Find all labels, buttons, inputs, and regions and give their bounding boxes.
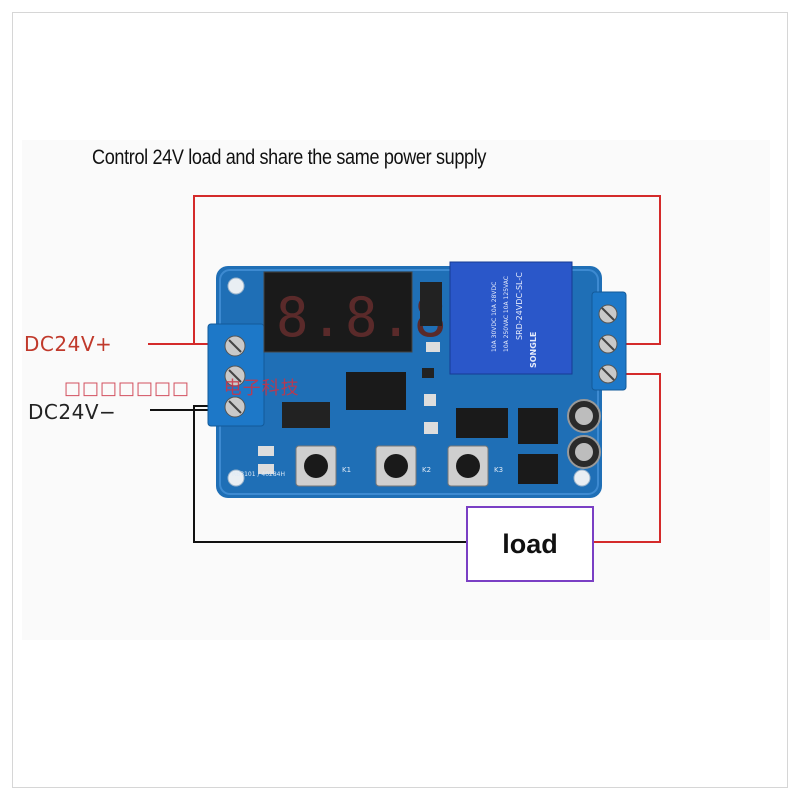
timer-relay-board: 8.8.8. RB3101 / 40284H K1 K2 K3 [207, 261, 627, 498]
board-silkscreen: RB3101 / 40284H [232, 471, 285, 478]
svg-text:K2: K2 [422, 466, 431, 474]
dc-positive-label: DC24V+ [24, 332, 113, 356]
button-k2: K2 [375, 445, 431, 487]
relay-rating: 10A 30VDC 10A 28VDC [491, 282, 498, 352]
button-k3: K3 [447, 445, 503, 487]
mount-hole [227, 277, 245, 295]
display-digits: 8.8.8. [276, 286, 483, 349]
relay-rating: 10A 250VAC 10A 125VAC [503, 276, 510, 352]
relay-to-load-wire [594, 373, 661, 543]
diagram-title: Control 24V load and share the same powe… [92, 146, 487, 169]
svg-text:K3: K3 [494, 466, 503, 474]
button-k1: K1 [295, 445, 351, 487]
mount-hole [227, 469, 245, 487]
optocoupler [456, 408, 508, 438]
load-box: load [466, 506, 594, 582]
relay: SRD-24VDC-SL-C 10A 250VAC 10A 125VAC 10A… [449, 261, 573, 375]
mount-hole [573, 469, 591, 487]
load-label: load [502, 528, 558, 559]
microcontroller-chip [346, 372, 406, 410]
seven-segment-display [263, 271, 413, 353]
relay-brand: SONGLE [529, 332, 538, 368]
watermark-text: □□□□□□□ 电子科技 [64, 378, 300, 399]
dc-negative-label: DC24V− [28, 400, 117, 424]
relay-model: SRD-24VDC-SL-C [515, 272, 524, 340]
image-frame [12, 12, 788, 788]
svg-text:K1: K1 [342, 466, 351, 474]
